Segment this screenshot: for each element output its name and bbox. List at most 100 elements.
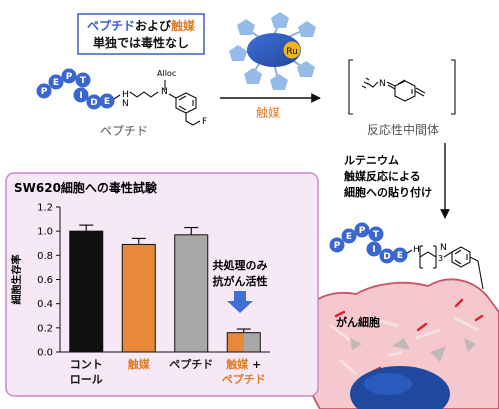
y-tick-label: 0.4 bbox=[37, 299, 53, 310]
ligand-pentagon bbox=[297, 61, 315, 77]
peptide-caption: ペプチド bbox=[100, 124, 148, 138]
peptide-bead bbox=[392, 247, 408, 263]
binding-step-line1: ルテニウム bbox=[344, 154, 399, 167]
peptide-bead-letter: E bbox=[346, 232, 352, 242]
alloc-label: Alloc bbox=[157, 69, 176, 78]
bar bbox=[121, 243, 156, 353]
binding-step-line3: 細胞への貼り付け bbox=[344, 185, 432, 199]
peptide-bead-letter: P bbox=[41, 87, 48, 97]
note-line2: 単独では毒性なし bbox=[93, 35, 189, 50]
peptide-bead bbox=[61, 68, 77, 84]
left-bracket bbox=[348, 59, 353, 115]
ligand-pentagon bbox=[244, 68, 262, 84]
binding-step: ルテニウム 触媒反応による 細胞への貼り付け bbox=[343, 143, 450, 219]
imine-double-bond bbox=[386, 81, 396, 90]
peptide-bead-letter: E bbox=[397, 251, 403, 261]
ligand-pentagon bbox=[271, 12, 289, 28]
x-tick-label: ロール bbox=[70, 373, 103, 386]
amine-h-label: H bbox=[122, 90, 129, 100]
y-tick-label: 0.2 bbox=[37, 323, 53, 334]
peptide-bead-letter: I bbox=[79, 91, 82, 101]
note-box: ペプチドおよび触媒 単独では毒性なし bbox=[77, 13, 205, 55]
toxicity-panel: SW620細胞への毒性試験 0.00.20.40.60.81.01.2 細胞生存… bbox=[5, 172, 319, 397]
annotation-line2: 抗がん活性 bbox=[213, 274, 268, 288]
peptide-beads: P E P T I D E bbox=[36, 68, 115, 110]
cell-red-marks bbox=[334, 298, 484, 374]
ruthenium-catalyst: Ru bbox=[229, 12, 316, 90]
peptide-bead-letter: D bbox=[90, 98, 97, 108]
bar bbox=[226, 332, 261, 353]
peptide-bead-letter: P bbox=[359, 226, 366, 236]
bound-peptide-beads: P E P T I D E bbox=[329, 222, 408, 264]
cancer-cell: がん細胞 bbox=[298, 278, 499, 409]
bars bbox=[69, 224, 261, 353]
y-axis-label: 細胞生存率 bbox=[10, 255, 23, 305]
y-tick-label: 0.6 bbox=[37, 275, 53, 286]
intermediate-caption: 反応性中間体 bbox=[367, 122, 439, 137]
wavy-bond bbox=[361, 77, 370, 89]
ruthenium-label: Ru bbox=[286, 47, 298, 57]
peptide-bead-letter: T bbox=[373, 230, 380, 240]
bound-subscript: 3 bbox=[438, 254, 443, 263]
ligand-pentagon bbox=[229, 45, 247, 61]
panel-title: SW620細胞への毒性試験 bbox=[14, 180, 158, 195]
peptide-bead bbox=[366, 241, 382, 257]
y-tick-label: 0.8 bbox=[37, 251, 53, 262]
peptide-bead bbox=[36, 83, 52, 99]
peptide-bead-letter: D bbox=[383, 252, 390, 262]
annotation-line1: 共処理のみ bbox=[213, 258, 268, 272]
methylene-bond bbox=[414, 87, 426, 97]
x-tick-labels: コントロール触媒ペプチド触媒 +ペプチド bbox=[70, 357, 266, 386]
ruthenium-center bbox=[283, 41, 301, 59]
ligand-pentagon bbox=[270, 74, 288, 90]
peptide-structure: P E P T I D E H N N Alloc F ペプチド bbox=[36, 68, 207, 138]
ligand-pentagon bbox=[298, 21, 316, 37]
x-tick-label: ペプチド bbox=[169, 357, 213, 371]
peptide-bead-letter: I bbox=[372, 245, 375, 255]
peptide-linker-bonds bbox=[113, 80, 201, 126]
peptide-bead bbox=[73, 87, 89, 103]
intermediate-chain bbox=[366, 81, 379, 88]
peptide-bead-letter: P bbox=[66, 72, 73, 82]
note-peptide-word: ペプチド bbox=[87, 18, 135, 33]
x-tick-label: コント bbox=[70, 358, 103, 371]
quinone-ring bbox=[394, 80, 416, 102]
amide-n-label: N bbox=[161, 87, 168, 97]
reaction-arrow-label: 触媒 bbox=[256, 106, 280, 120]
binding-step-line2: 触媒反応による bbox=[343, 169, 421, 183]
cell-texture bbox=[329, 316, 479, 376]
intermediate-n-label: N bbox=[379, 79, 386, 89]
right-bracket bbox=[451, 59, 456, 115]
peptide-bead bbox=[48, 74, 64, 90]
peptide-bead-letter: E bbox=[104, 97, 110, 107]
peptide-bead bbox=[86, 94, 102, 110]
bound-h-label: H bbox=[413, 245, 420, 255]
x-tick-label-suffix: + bbox=[248, 358, 261, 371]
bar bbox=[69, 230, 104, 353]
y-tick-label: 1.0 bbox=[37, 227, 53, 238]
amine-n-label: N bbox=[122, 99, 129, 109]
fluorine-label: F bbox=[202, 117, 207, 127]
peptide-bead-letter: E bbox=[53, 78, 59, 88]
y-axis: 0.00.20.40.60.81.01.2 bbox=[37, 203, 61, 359]
bar-chart: 0.00.20.40.60.81.01.2 細胞生存率 コントロール触媒ペプチド… bbox=[10, 203, 270, 386]
x-tick-label: 触媒 bbox=[127, 357, 151, 371]
peptide-bead-letter: T bbox=[80, 76, 87, 86]
peptide-bead bbox=[99, 93, 115, 109]
note-and-word: および bbox=[135, 18, 172, 33]
peptide-bead-letter: P bbox=[334, 241, 341, 251]
bound-peptide: P E P T I D E H 3 N bbox=[329, 222, 484, 290]
y-tick-label: 0.0 bbox=[37, 348, 53, 359]
x-tick-label: 触媒 + bbox=[225, 357, 261, 371]
peptide-bead bbox=[354, 222, 370, 238]
cell-inclusions bbox=[350, 338, 476, 362]
peptide-bead bbox=[329, 237, 345, 253]
ligand-pentagon bbox=[237, 19, 255, 35]
peptide-bead bbox=[368, 226, 384, 242]
reaction-arrow: 触媒 bbox=[220, 93, 321, 120]
peptide-bead bbox=[75, 72, 91, 88]
bound-linker-bonds bbox=[406, 245, 484, 290]
peptide-bead bbox=[379, 248, 395, 264]
peptide-bead bbox=[341, 228, 357, 244]
